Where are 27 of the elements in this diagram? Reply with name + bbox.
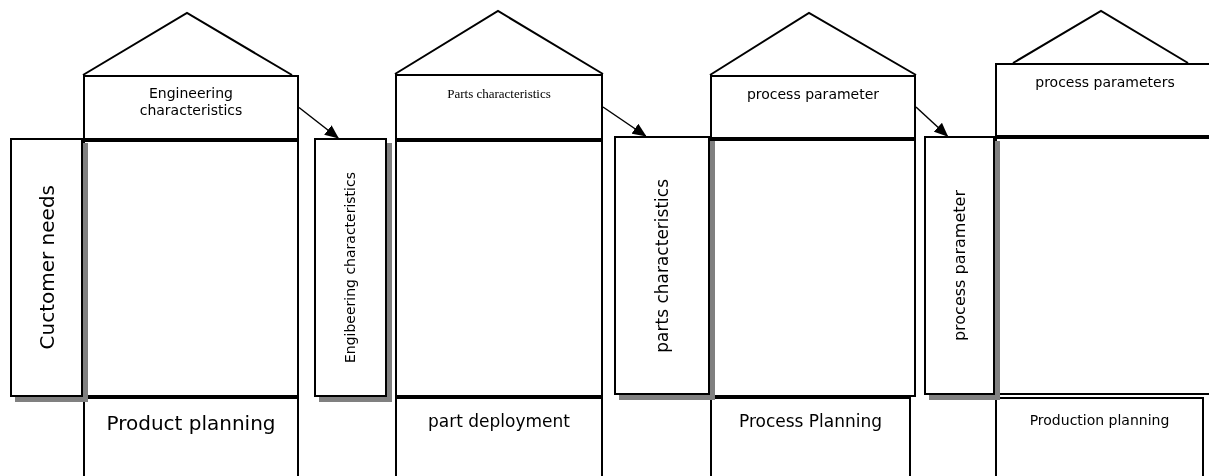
arrow bbox=[298, 106, 339, 139]
column-heading: Engineering characteristics bbox=[138, 85, 244, 119]
phase-title: Process Planning bbox=[738, 411, 883, 432]
phase-title: Production planning bbox=[1029, 412, 1170, 429]
column-heading: Parts characteristics bbox=[447, 86, 551, 102]
phase-box bbox=[995, 397, 1204, 476]
phase-title: Product planning bbox=[106, 411, 276, 435]
column-heading: process parameters bbox=[1035, 74, 1175, 91]
header-box bbox=[995, 63, 1209, 137]
matrix-box bbox=[83, 140, 299, 397]
header-box bbox=[83, 75, 299, 140]
arrow bbox=[915, 106, 949, 137]
column-heading: process parameter bbox=[746, 86, 880, 103]
phase-box bbox=[395, 397, 603, 476]
row-heading: Cuctomer needs bbox=[34, 185, 59, 350]
header-box bbox=[710, 75, 916, 139]
matrix-box bbox=[995, 137, 1209, 395]
arrow bbox=[602, 106, 647, 137]
row-heading: process parameter bbox=[949, 189, 970, 341]
header-box bbox=[395, 74, 603, 140]
matrix-box bbox=[395, 140, 603, 397]
phase-box bbox=[83, 397, 299, 476]
row-heading: parts characteristics bbox=[651, 178, 673, 353]
phase-title: part deployment bbox=[428, 411, 570, 432]
row-heading: Engibeering characteristics bbox=[342, 171, 359, 364]
matrix-box bbox=[710, 139, 916, 397]
phase-box bbox=[710, 397, 911, 476]
